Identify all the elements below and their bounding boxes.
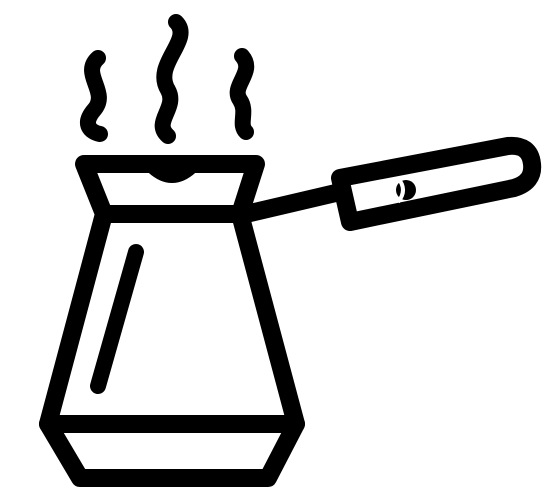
pot-base [39, 415, 305, 487]
steam-wisp-left [80, 50, 108, 142]
pot-spout-notch [147, 167, 197, 183]
pot-body [39, 205, 305, 433]
handle-grip [331, 136, 542, 231]
handle-shaft [237, 183, 349, 223]
steam-wisp-right [229, 48, 255, 140]
handle-rivet [396, 180, 416, 200]
steam-wisp-center [154, 14, 189, 144]
handle-rivet-mark [396, 176, 405, 204]
pot-highlight [90, 244, 144, 394]
